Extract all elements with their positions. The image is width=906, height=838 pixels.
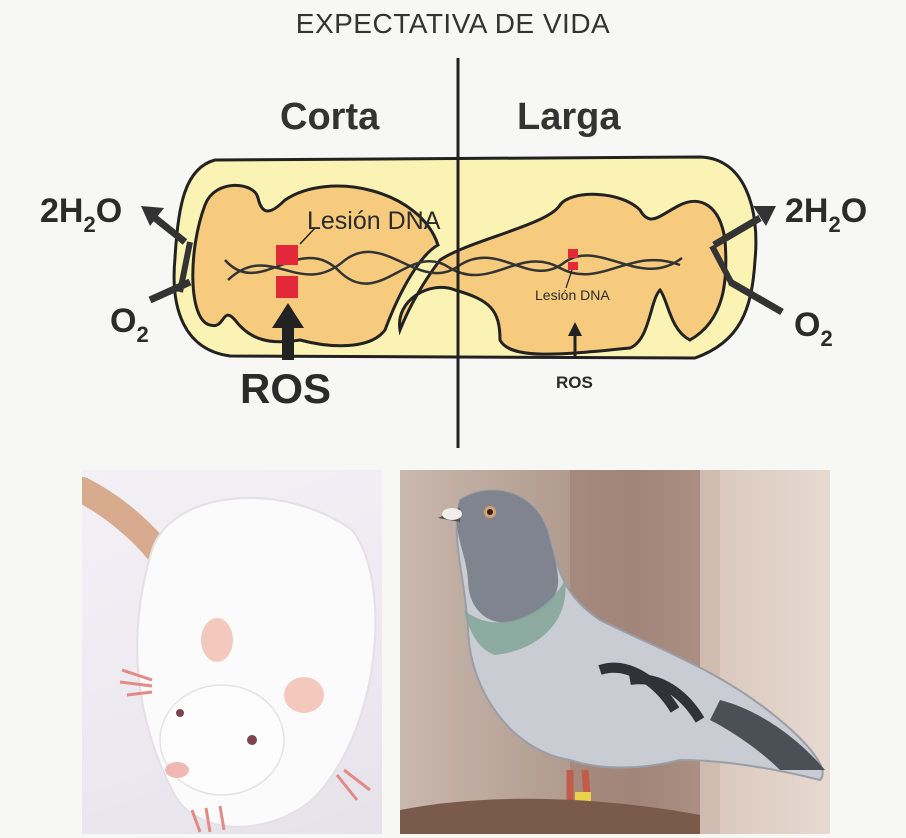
mitochondria-diagram bbox=[0, 0, 906, 470]
ros-label-small: ROS bbox=[556, 373, 593, 393]
h2o-label-right: 2H2O bbox=[785, 194, 867, 236]
o2-label-right: O2 bbox=[794, 308, 833, 350]
o2-label-left: O2 bbox=[110, 304, 149, 346]
dna-lesion-small-2 bbox=[568, 262, 578, 270]
pigeon-photo bbox=[400, 470, 830, 834]
h2o-label-left: 2H2O bbox=[40, 194, 122, 236]
dna-lesion-small-1 bbox=[568, 249, 578, 258]
rat-photo bbox=[82, 470, 382, 834]
pigeon-icon bbox=[400, 470, 830, 834]
dna-lesion-large-2 bbox=[276, 276, 298, 298]
rat-icon bbox=[82, 470, 382, 834]
dna-lesion-label-small: Lesión DNA bbox=[535, 287, 610, 303]
dna-lesion-label-large: Lesión DNA bbox=[307, 207, 440, 236]
dna-lesion-large-1 bbox=[276, 245, 298, 265]
ros-label-large: ROS bbox=[240, 365, 331, 413]
